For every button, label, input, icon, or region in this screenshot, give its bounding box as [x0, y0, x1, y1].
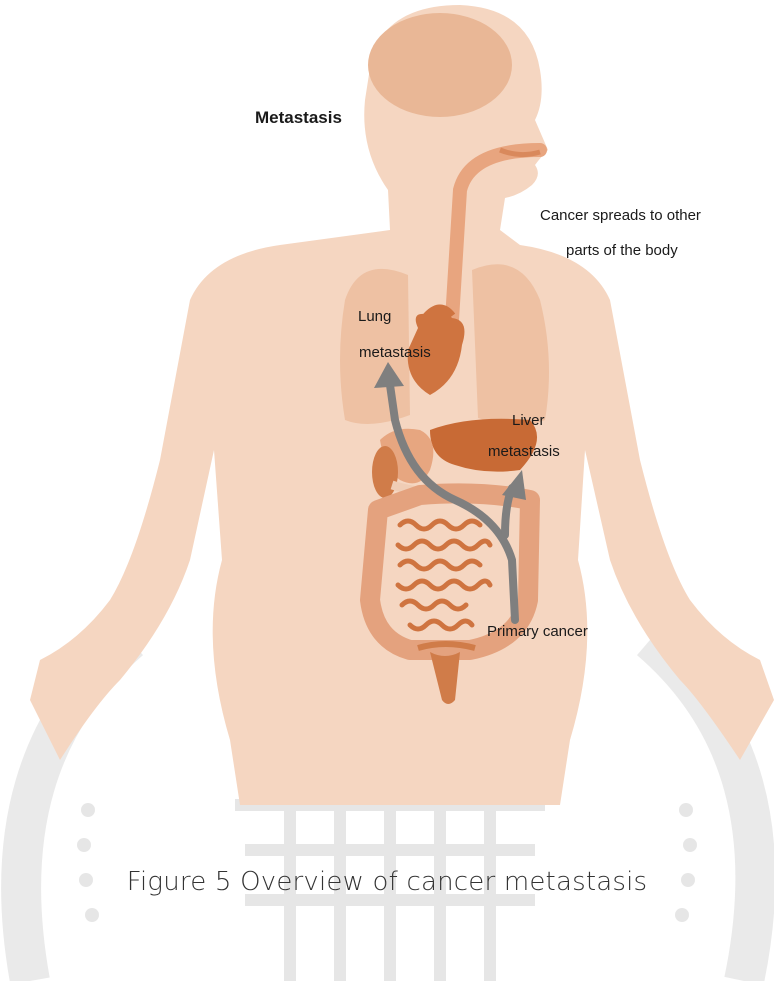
primary-cancer-label: Primary cancer	[487, 622, 588, 641]
diagram-title: Metastasis	[255, 108, 342, 127]
brain	[368, 13, 512, 117]
liver-label-line-2: metastasis	[488, 442, 560, 461]
liver-label-line-1: Liver	[512, 411, 545, 430]
annotation-line-2: parts of the body	[566, 241, 678, 260]
figure-caption: Figure 5 Overview of cancer metastasis	[0, 867, 774, 897]
lung-label-line-1: Lung	[358, 307, 391, 326]
annotation-line-1: Cancer spreads to other	[540, 206, 701, 225]
lung-label-line-2: metastasis	[359, 343, 431, 362]
